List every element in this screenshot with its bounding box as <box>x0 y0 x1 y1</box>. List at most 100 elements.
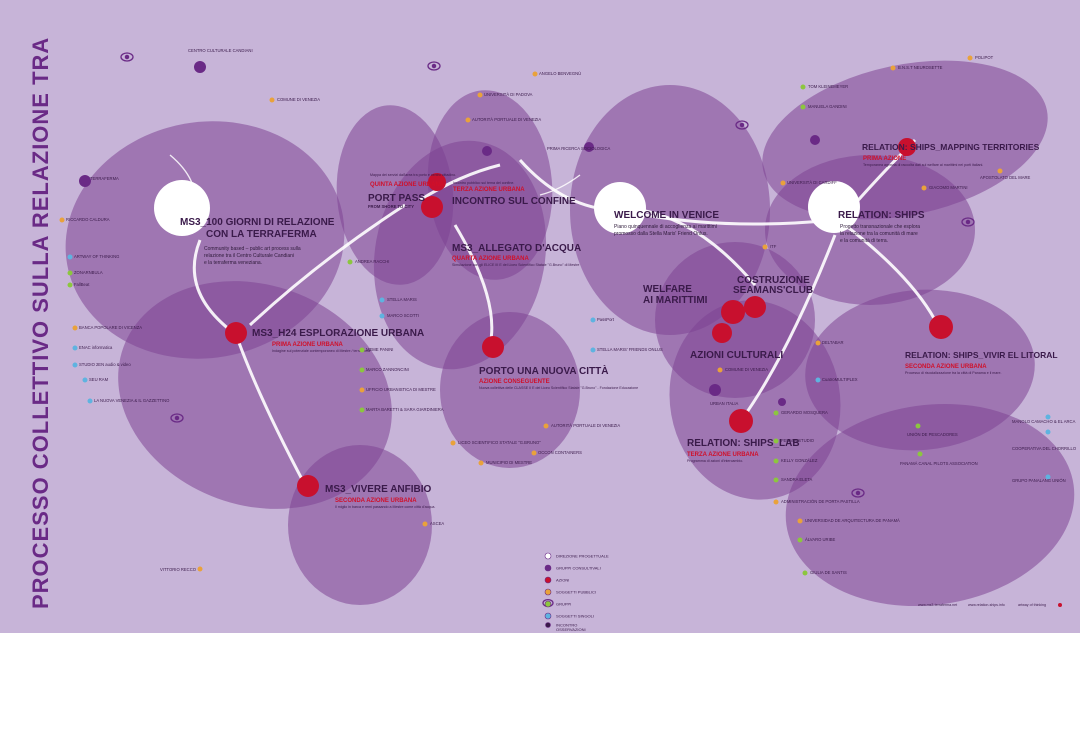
node-cooperativa: COOPERATIVA DEL CHORRILLO <box>1012 446 1077 451</box>
footer-dot <box>1058 603 1062 607</box>
legend-label-7: OSSERVAZIONI <box>556 627 586 632</box>
node-fermin: FERMIN STUDIO <box>781 438 815 443</box>
node-prima: PRIMA RICERCA SOCIOLOGICA <box>547 146 610 151</box>
hub-100-desc-1: Community based – public art process sul… <box>204 246 301 252</box>
legend-swatch-1 <box>544 564 552 572</box>
action-mapping-sub: PRIMA AZIONE <box>863 156 906 162</box>
node-tom: TOM KLEINEMEYER <box>808 84 848 89</box>
hub-welcome-desc-1: Piano quinquennale di accoglienza ai mar… <box>614 224 717 230</box>
hub-100-desc-2: relazione tra il Centro Culturale Candia… <box>204 253 294 259</box>
process-diagram: MS3_100 GIORNI DI RELAZIONE CON LA TERRA… <box>59 48 1077 632</box>
diagram-title: PROCESSO COLLETTIVO SULLA RELAZIONE TRA … <box>28 34 53 609</box>
node-itf: ITF <box>770 244 777 249</box>
node-universidad: UNIVERSIDAD DE ARQUITECTURA DE PANAMÁ <box>805 518 900 523</box>
footer-site2: www.relation-ships.info <box>968 603 1005 607</box>
node-deltabar: DELTABAR <box>822 340 844 345</box>
action-porto-note: Nuova collettiva delle CLASSE II E del L… <box>479 386 638 390</box>
legend-swatch-2 <box>544 576 552 584</box>
node-grupo: GRUPO PANALANG UNIÓN <box>1012 478 1066 483</box>
legend-label-0: DIREZIONE PROGETTUALE <box>556 554 609 559</box>
node-zannoni: MARCO ZANNONCINI <box>366 367 409 372</box>
hub-welcome-title: WELCOME IN VENICE <box>614 210 719 221</box>
action-welfare-title: WELFARE <box>643 284 692 295</box>
node-studio: STUDIO 2EN audio & video <box>79 362 131 367</box>
hub-welcome-venice <box>594 182 646 234</box>
hub-welcome-desc-2: promosso dalla Stella Maris' Friend Onlu… <box>614 231 708 237</box>
node-administracion: ADMINISTRACIÓN DE PORTA PASTILLA <box>781 499 860 504</box>
action-incontro-title: INCONTRO SUL CONFINE <box>452 196 576 207</box>
action-incontro-sub: TERZA AZIONE URBANA <box>453 187 525 193</box>
legend-label-5: SOGGETTI SINGOLI <box>556 614 594 619</box>
action-vivir-sub: SECONDA AZIONE URBANA <box>905 364 987 370</box>
blob-allegato <box>373 140 547 370</box>
action-circles <box>225 138 953 497</box>
hub-100-line2: CON LA TERRAFERMA <box>206 229 317 240</box>
action-welfare-title2: AI MARITTIMI <box>643 295 708 306</box>
action-portpass-title2: FROM SHORE TO CITY <box>368 204 414 209</box>
node-comunevenezia: COMUNE DI VENEZIA <box>725 367 768 372</box>
action-incontro-note: Incontro pubblico sul tema del confine. <box>453 181 514 185</box>
node-meme: MEME PANINI <box>366 347 393 352</box>
node-enac: ENAC informatica <box>79 345 113 350</box>
blob-h24 <box>118 281 392 509</box>
legend-swatch-6 <box>545 622 551 628</box>
action-vivir-note: Processo di risocializzazione tra la cit… <box>905 371 1001 375</box>
action-portpass-title: PORT PASS <box>368 193 425 204</box>
action-h24-note: Indagine sul potenziale contemporaneo di… <box>272 349 370 353</box>
node-comune: COMUNE DI VENEZIA <box>277 97 320 102</box>
node-giacomo: GIACOMO MARTINI <box>929 185 968 190</box>
node-sandra: SANDRA ELETA <box>781 477 813 482</box>
legend-swatch-5 <box>544 612 552 620</box>
action-lab-sub: TERZA AZIONE URBANA <box>687 452 759 458</box>
action-porto-sub: AZIONE CONSEGUENTE <box>479 379 550 385</box>
node-bst: B.N.S.T NEUROSETTE <box>898 65 943 70</box>
hub-ships-desc-1: Progetto transnazionale che esplora <box>840 224 920 230</box>
legend-swatch-0 <box>544 552 552 560</box>
node-passport: PassPort <box>597 317 615 322</box>
action-allegato-sub: QUARTA AZIONE URBANA <box>452 256 529 262</box>
action-lab-title: RELATION: SHIPS_LAB <box>687 438 800 449</box>
node-fallbeat: FallBeat <box>74 282 90 287</box>
node-terraferma: TERRAFERMA <box>90 176 119 181</box>
node-seu: SEU RAM <box>89 377 109 382</box>
node-municipio: MUNICIPIO DI MESTRE <box>486 460 532 465</box>
group-dots <box>79 61 820 406</box>
node-polipot: POLIPOT <box>975 55 994 60</box>
node-manolo: MANOLO CAMACHO & EL ARCA <box>1012 419 1076 424</box>
action-anfibio-sub: SECONDA AZIONE URBANA <box>335 498 417 504</box>
node-panama: PANAMÁ CANAL PILOTS ASSOCIATION <box>900 461 978 466</box>
action-allegato-title: MS3_ALLEGATO D'ACQUA <box>452 243 581 254</box>
node-autorita2: AUTORITÀ PORTUALE DI VENEZIA <box>551 423 620 428</box>
node-artway: ARTWAY OF THINKING <box>74 254 119 259</box>
node-angelo: ANGELO BENVEGNÙ <box>539 71 581 76</box>
blob-panama <box>785 403 1075 607</box>
legend-label-4: GRUPPI <box>556 602 571 607</box>
node-stellamaris: STELLA MARIS' FRIENDS ONLUS <box>597 347 663 352</box>
blob-anfibio <box>288 445 432 605</box>
action-portpass-note: Mappa dei servizi dall'area tra porto e … <box>370 173 456 177</box>
node-andrea: ANDREA RACCHI <box>355 259 389 264</box>
legend-label-3: SOGGETTI PUBBLICI <box>556 590 596 595</box>
legend-swatch-3 <box>544 588 552 596</box>
node-candiani: CENTRO CULTURALE CANDIANI <box>188 48 253 53</box>
vertical-title: PROCESSO COLLETTIVO SULLA RELAZIONE TRA … <box>28 34 53 609</box>
node-universitacardiff: UNIVERSITÀ DI CARDIFF <box>787 180 837 185</box>
node-ascea: ASCEA <box>430 521 444 526</box>
node-autorita: AUTORITÀ PORTUALE DI VENEZIA <box>472 117 541 122</box>
node-apostolato: APOSTOLATO DEL MARE <box>980 175 1031 180</box>
action-allegato-note: Simulazione con gli ELICE III E del Lice… <box>452 263 579 267</box>
action-costruzione-title: COSTRUZIONE <box>737 275 810 286</box>
action-vivir-title: RELATION: SHIPS_VIVIR EL LITORAL <box>905 350 1058 360</box>
entity-nodes: RICCARDO CALDURA TERRAFERMA ARTWAY OF TH… <box>59 48 1077 576</box>
node-banca: BANCA POPOLARE DI VICENZA <box>79 325 142 330</box>
action-culturali-title: AZIONI CULTURALI <box>690 350 783 361</box>
legend-label-1: GRUPPI CONSULTIVALI <box>556 566 601 571</box>
action-mapping-note: Temporanea agenzia di raccolta dati sul … <box>863 163 983 167</box>
action-labels: MS3_H24 ESPLORAZIONE URBANA PRIMA AZIONE… <box>252 142 1058 509</box>
hub-ships-desc-2: la relazione tra la comunità di mare <box>840 231 918 237</box>
legend-swatch-4 <box>544 600 552 608</box>
action-h24-sub: PRIMA AZIONE URBANA <box>272 342 344 348</box>
node-stella: STELLA MARIS <box>387 297 417 302</box>
blob-porto-citta <box>440 312 580 468</box>
